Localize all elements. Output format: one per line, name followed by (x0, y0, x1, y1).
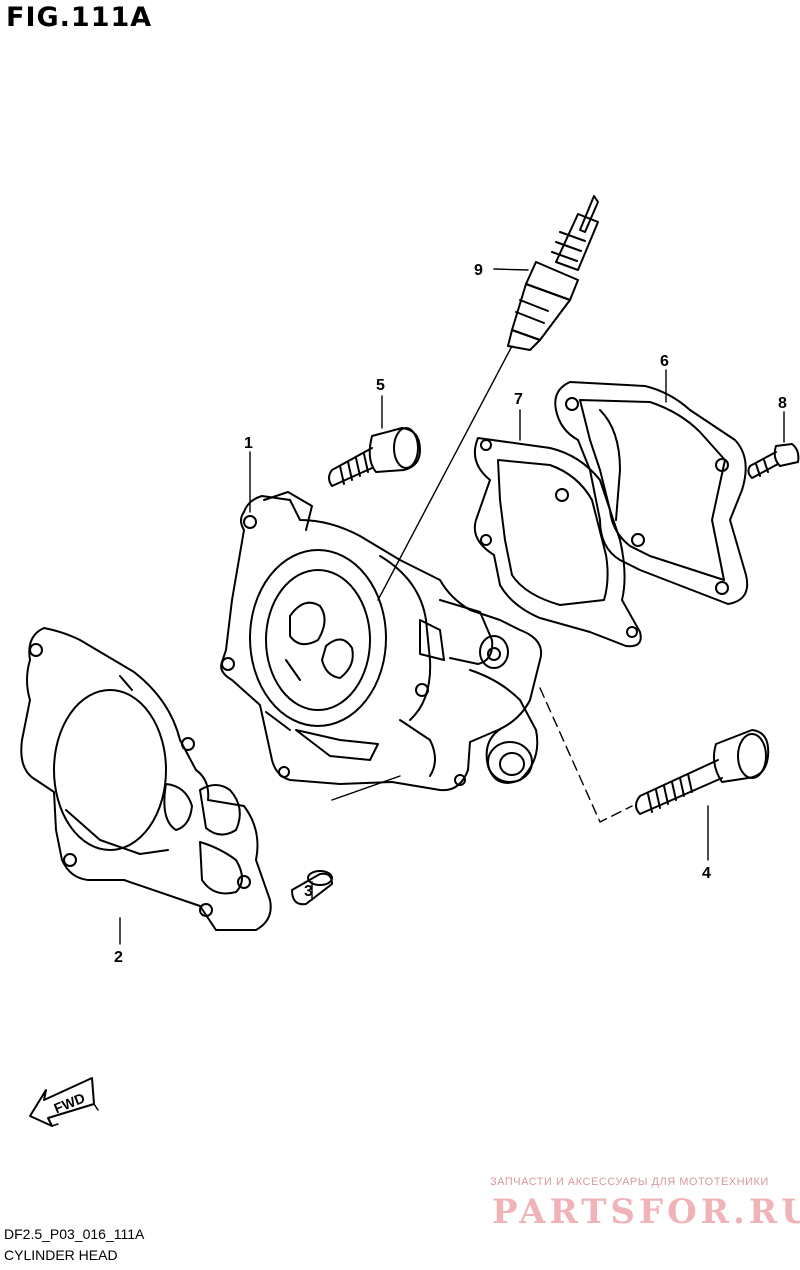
cylinder-head-cover-part (554, 381, 749, 605)
figure-title: FIG.111A (6, 2, 153, 33)
callout-3: 3 (304, 883, 313, 900)
dowel-pin-part (291, 775, 401, 906)
model-code: DF2.5_P03_016_111A (4, 1226, 145, 1242)
cover-gasket-part (473, 437, 642, 648)
callout-2: 2 (114, 949, 123, 966)
callout-9: 9 (474, 262, 483, 279)
bolt-small-part (747, 443, 800, 479)
callout-5: 5 (376, 377, 385, 394)
callout-4: 4 (702, 865, 711, 882)
watermark-brand: PARTSFOR.RU (492, 1192, 800, 1232)
callout-6: 6 (660, 353, 669, 370)
bolt-long-part (635, 729, 770, 815)
bolt-upper-part (328, 427, 421, 487)
head-gasket-part (20, 627, 272, 931)
callout-8: 8 (778, 395, 787, 412)
forward-arrow-icon: FWD (29, 1077, 99, 1127)
callout-7: 7 (514, 391, 523, 408)
watermark-tagline: ЗАПЧАСТИ И АКСЕССУАРЫ ДЛЯ МОТОТЕХНИКИ (490, 1176, 769, 1188)
spark-plug-part (507, 195, 599, 351)
cylinder-head-part (220, 491, 542, 792)
callout-leaders (119, 268, 785, 945)
callout-1: 1 (244, 435, 253, 452)
figure-caption: CYLINDER HEAD (4, 1247, 118, 1263)
